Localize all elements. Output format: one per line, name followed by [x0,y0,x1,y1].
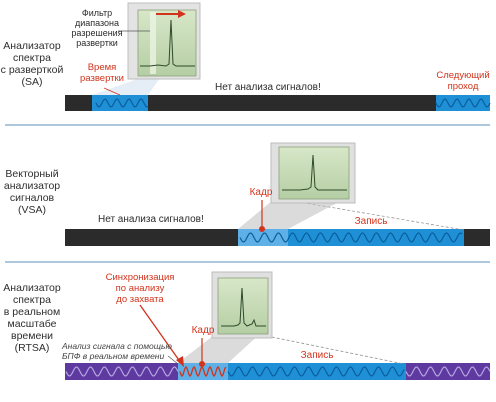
rtsa-frame-wave [179,365,227,378]
sa-next-wave [435,98,491,108]
sa-sweep-time-leader [103,87,121,96]
vsa-frame-label: Кадр [249,187,273,198]
vsa-spectrum-trace [282,154,347,191]
rtsa-fft-wave [65,366,179,377]
rtsa-fft-leader [167,355,179,365]
sa-next-pass-segment [436,95,490,111]
rtsa-beam [178,332,262,363]
vsa-beam [238,196,350,229]
rtsa-frame-marker [199,361,205,367]
vsa-record-wave [239,232,463,243]
vsa-record-label: Запись [354,216,388,227]
sa-filter-highlight [150,12,156,74]
vsa-frame-marker [259,226,265,232]
rtsa-frame-label: Кадр [191,325,215,336]
sa-sweep-arrowhead [178,10,186,18]
rtsa-record-label: Запись [300,350,334,361]
sa-sweep-wave [95,98,149,108]
rtsa-tail-wave [405,366,491,377]
sa-spectrum-trace [140,19,195,67]
vsa-record-segment [238,229,464,246]
sa-bar [65,95,490,111]
sa-beam [92,78,160,95]
rtsa-sync-arrow [139,304,182,364]
rtsa-record-extent [261,334,405,365]
sa-no-analysis-label: Нет анализа сигналов! [215,82,321,93]
rtsa-sync-arrowhead [176,356,184,367]
vsa-no-analysis-label: Нет анализа сигналов! [98,214,204,225]
rtsa-record-wave [227,366,405,377]
rtsa-spectrum-trace [221,287,266,327]
